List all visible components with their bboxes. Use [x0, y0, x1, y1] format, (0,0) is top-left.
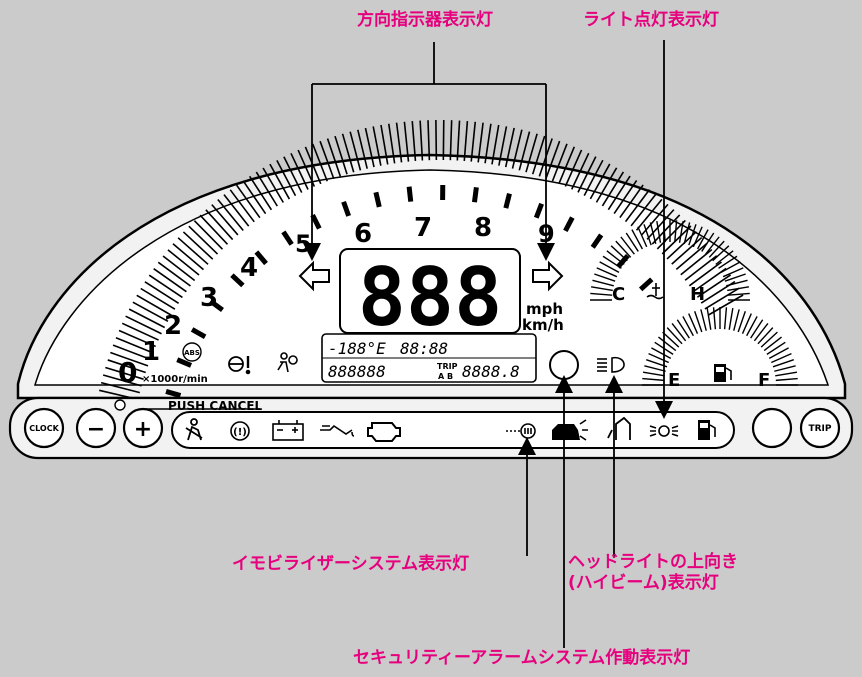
- gauge-tick: [474, 187, 476, 202]
- warning-lamp-bar: [172, 412, 734, 448]
- security-alarm-lamp: [550, 351, 578, 379]
- tach-num-6: 6: [354, 219, 372, 249]
- tach-unit: ×1000r/min: [142, 374, 208, 385]
- callout-headlight-high-2: (ハイビーム)表示灯: [568, 573, 719, 593]
- brake-warning-icon: (!): [231, 422, 249, 440]
- callout-turn-signal: 方向指示器表示灯: [357, 10, 493, 30]
- abs-icon: ABS: [183, 343, 201, 361]
- lights-on-icon: [650, 426, 678, 436]
- lcd-clock: 88:88: [400, 339, 448, 358]
- tach-num-4: 4: [240, 253, 258, 283]
- check-engine-icon: [368, 423, 400, 441]
- callout-security-alarm: セキュリティーアラームシステム作動表示灯: [353, 648, 690, 668]
- gauge-tick: [457, 121, 459, 161]
- svg-text:CLOCK: CLOCK: [29, 424, 59, 433]
- speed-unit-kmh: km/h: [522, 316, 564, 334]
- callout-immobilizer: イモビライザーシステム表示灯: [232, 554, 469, 574]
- lcd-trip-label: TRIP: [437, 362, 458, 371]
- blank-button[interactable]: [753, 409, 791, 447]
- lcd-trip-ab: A B: [438, 372, 453, 381]
- plus-button[interactable]: +: [124, 409, 162, 447]
- gauge-tick: [464, 121, 467, 161]
- tach-num-7: 7: [414, 213, 432, 243]
- svg-text:ABS: ABS: [184, 349, 200, 357]
- fuel-empty-label: E: [668, 370, 680, 391]
- lcd-temp: -188°E: [328, 339, 386, 358]
- tach-num-1: 1: [142, 337, 160, 367]
- tach-num-2: 2: [164, 311, 182, 341]
- speed-digits: 888: [358, 251, 503, 344]
- lcd-odometer: 888888: [328, 362, 386, 381]
- callout-headlight-high-1: ヘッドライトの上向き: [568, 552, 738, 572]
- temp-hot-label: H: [690, 284, 705, 305]
- tach-num-3: 3: [200, 283, 218, 313]
- clock-button[interactable]: CLOCK: [25, 409, 63, 447]
- dimmer-icon: [115, 400, 125, 410]
- temp-cold-label: C: [612, 284, 625, 305]
- push-cancel-label: PUSH CANCEL: [168, 399, 263, 413]
- tach-num-5: 5: [295, 230, 312, 258]
- minus-button[interactable]: −: [77, 409, 115, 447]
- svg-text:(!): (!): [233, 427, 247, 438]
- gauge-tick: [450, 120, 451, 160]
- fuel-full-label: F: [758, 370, 770, 391]
- trip-button[interactable]: TRIP: [801, 409, 839, 447]
- svg-text:TRIP: TRIP: [808, 424, 831, 434]
- tach-num-8: 8: [474, 213, 492, 243]
- svg-text:+: +: [134, 417, 152, 442]
- svg-text:−: −: [87, 417, 105, 442]
- gauge-tick: [376, 192, 379, 207]
- tach-num-0: 0: [118, 356, 137, 389]
- lcd-trip-value: 8888.8: [462, 362, 520, 381]
- callout-light-on: ライト点灯表示灯: [583, 10, 719, 30]
- gauge-tick: [506, 194, 510, 209]
- gauge-tick: [409, 187, 411, 202]
